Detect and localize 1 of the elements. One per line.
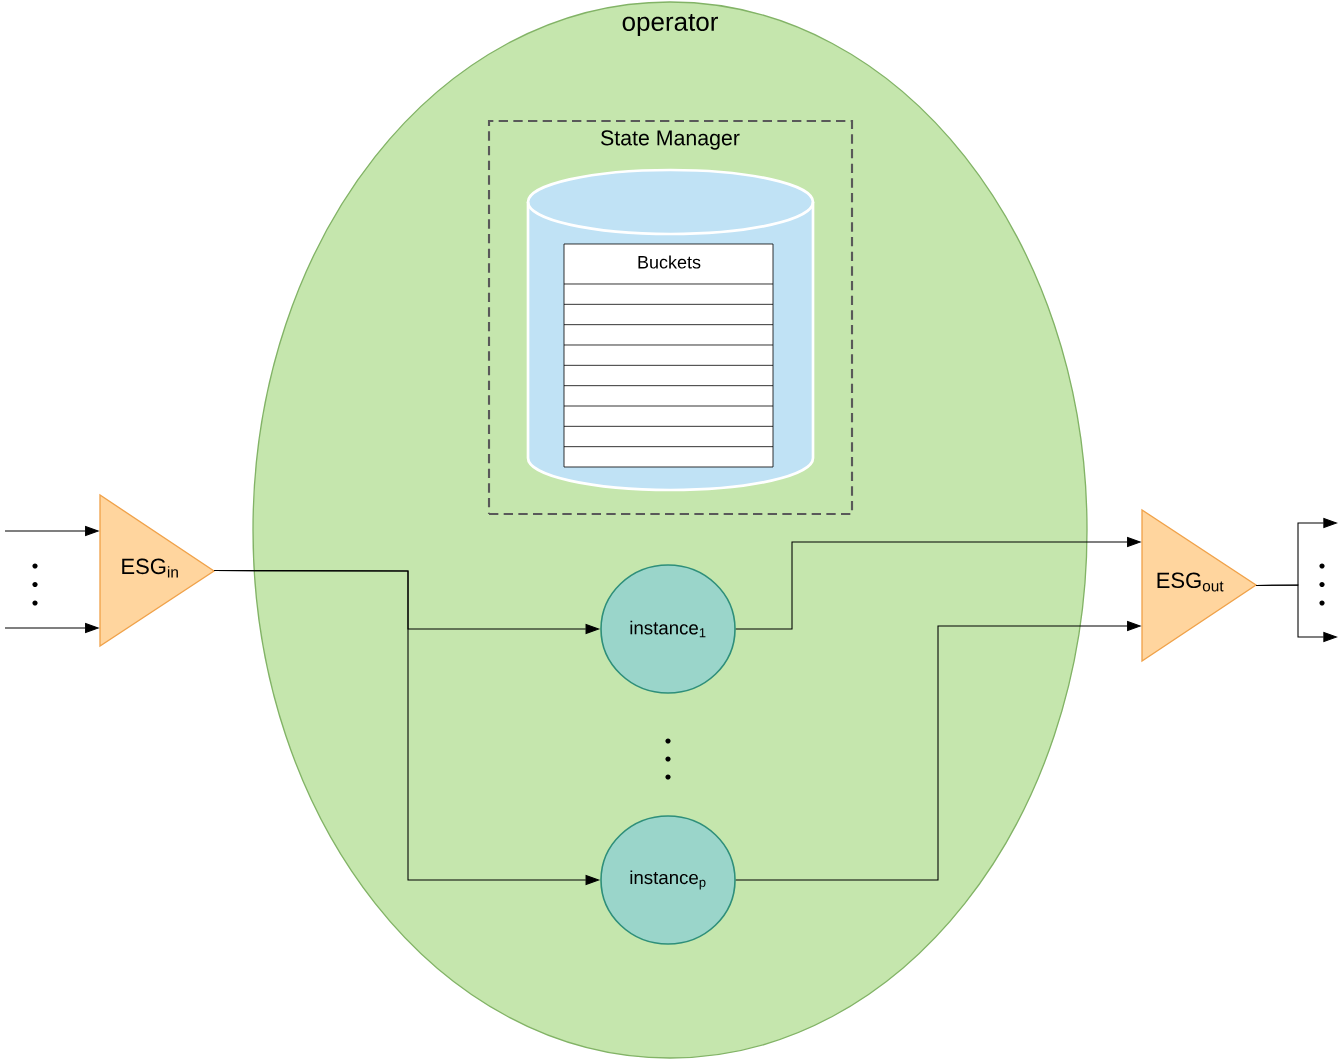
bucket-table: Buckets bbox=[563, 243, 774, 468]
